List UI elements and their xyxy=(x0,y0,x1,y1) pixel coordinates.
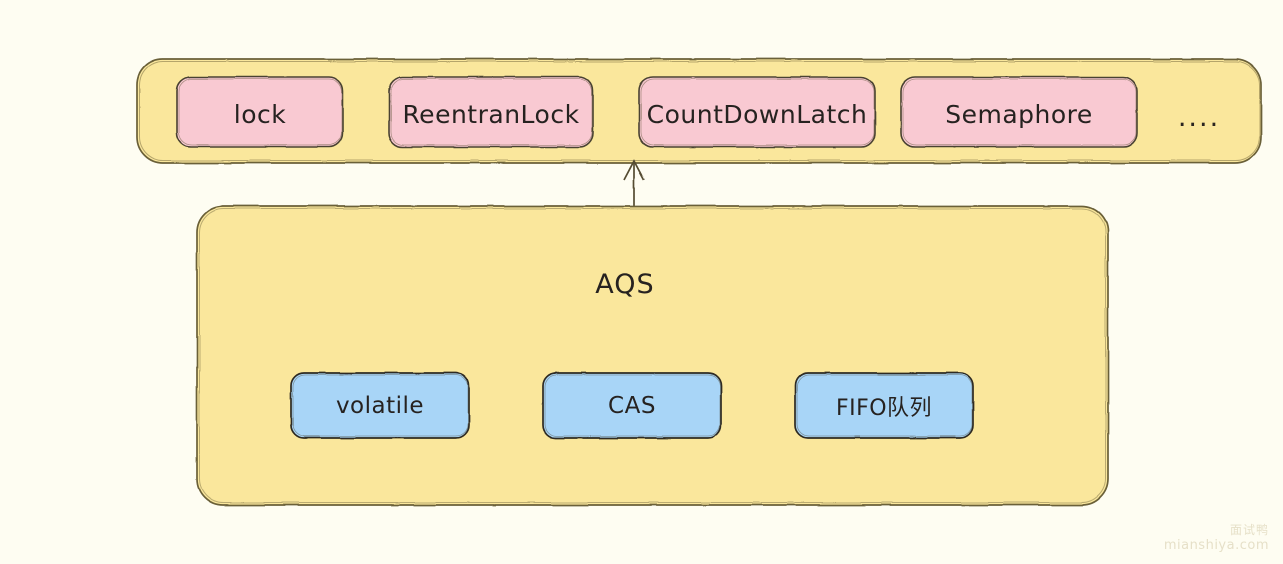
node-semaphore-shape-echo xyxy=(902,78,1137,146)
watermark-brand: 面试鸭 xyxy=(1229,522,1269,537)
arrow-head xyxy=(623,159,645,181)
node-countdownlatch-shape-echo xyxy=(640,78,875,146)
aqs-group-container[interactable] xyxy=(196,205,1109,506)
inheritance-arrow xyxy=(623,159,645,206)
node-lock-shape-echo xyxy=(178,78,343,146)
node-countdownlatch-shape xyxy=(638,76,876,148)
node-cas-shape-echo xyxy=(544,374,721,437)
node-countdownlatch[interactable] xyxy=(638,76,876,148)
node-cas-shape xyxy=(542,372,722,439)
aqs-group-shape-echo xyxy=(199,208,1106,503)
node-reentranlock-shape-echo xyxy=(390,78,593,146)
node-volatile-shape xyxy=(290,372,470,439)
top-bar-shape-echo xyxy=(139,61,1260,161)
node-reentranlock[interactable] xyxy=(388,76,594,148)
node-lock-shape xyxy=(176,76,344,148)
node-reentranlock-shape xyxy=(388,76,594,148)
node-semaphore-shape xyxy=(900,76,1138,148)
node-semaphore[interactable] xyxy=(900,76,1138,148)
watermark: 面试鸭 mianshiya.com xyxy=(1164,523,1269,554)
node-volatile[interactable] xyxy=(290,372,470,439)
node-lock[interactable] xyxy=(176,76,344,148)
aqs-group-shape xyxy=(196,205,1109,506)
watermark-url: mianshiya.com xyxy=(1163,537,1269,553)
node-fifo-queue-shape-echo xyxy=(796,374,973,437)
node-fifo-queue[interactable] xyxy=(794,372,974,439)
node-volatile-shape-echo xyxy=(292,374,469,437)
node-cas[interactable] xyxy=(542,372,722,439)
node-fifo-queue-shape xyxy=(794,372,974,439)
